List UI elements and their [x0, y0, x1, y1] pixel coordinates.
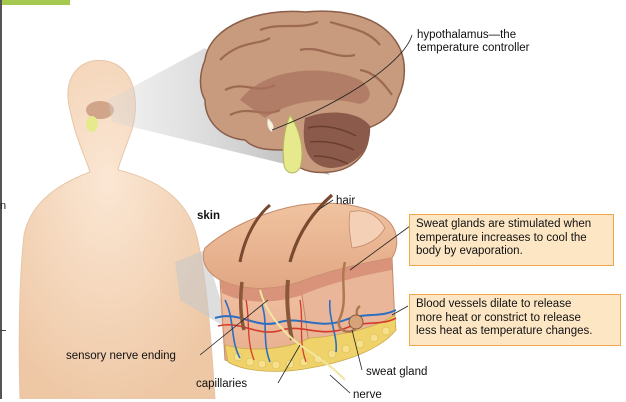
callout-vessels-line3: less heat as temperature changes. — [416, 325, 614, 339]
small-hypothalamus-shape — [86, 116, 98, 132]
leader-nerve — [330, 375, 350, 393]
label-capillaries: capillaries — [196, 378, 247, 391]
callout-sweat-line3: body by evaporation. — [416, 245, 607, 259]
label-sweat-gland: sweat gland — [366, 366, 427, 379]
skin-cross-section — [203, 195, 396, 380]
sweat-gland-coil — [349, 315, 363, 329]
callout-sweat-glands: Sweat glands are stimulated when tempera… — [409, 214, 614, 266]
label-hypothalamus-line1: hypothalamus—the — [417, 29, 516, 42]
callout-vessels-line1: Blood vessels dilate to release — [416, 298, 614, 312]
callout-blood-vessels: Blood vessels dilate to release more hea… — [409, 294, 621, 346]
label-hypothalamus-line2: temperature controller — [417, 42, 530, 55]
label-nerve: nerve — [353, 389, 382, 402]
label-hair: hair — [336, 195, 355, 208]
label-skin: skin — [197, 210, 220, 223]
callout-vessels-line2: more heat or constrict to release — [416, 312, 614, 326]
callout-sweat-line1: Sweat glands are stimulated when — [416, 218, 607, 232]
label-sensory-nerve-ending: sensory nerve ending — [66, 350, 176, 363]
callout-sweat-line2: temperature increases to cool the — [416, 232, 607, 246]
